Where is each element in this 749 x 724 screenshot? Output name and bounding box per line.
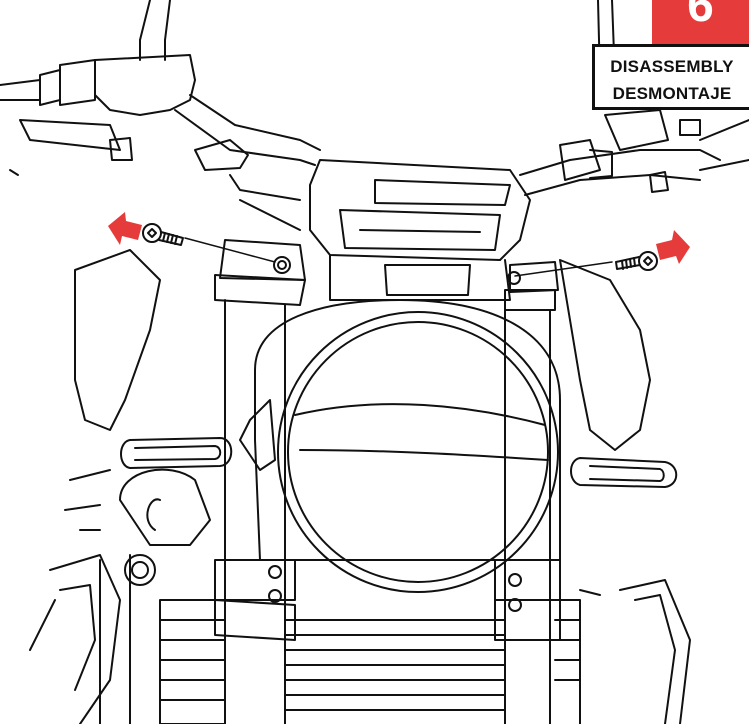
hex-socket-screw-icon bbox=[615, 251, 658, 271]
handlebar-left bbox=[0, 0, 321, 231]
instrument-cover bbox=[309, 159, 531, 301]
fork-tubes bbox=[214, 299, 561, 724]
step-number: 6 bbox=[687, 0, 714, 32]
headlight bbox=[239, 299, 561, 593]
hex-socket-screw-icon bbox=[142, 223, 184, 246]
turn-signals bbox=[120, 437, 678, 488]
step-label-box: DISASSEMBLY DESMONTAJE bbox=[592, 44, 749, 110]
guide-lines bbox=[184, 237, 613, 277]
arrow-right-icon bbox=[656, 230, 690, 264]
arrow-left-icon bbox=[108, 212, 142, 245]
bolt-holes bbox=[273, 256, 521, 285]
handlebar-right bbox=[519, 0, 749, 196]
radiator bbox=[159, 599, 581, 724]
lower-brackets bbox=[29, 469, 691, 724]
step-number-badge: 6 bbox=[652, 0, 749, 44]
step-label-english: DISASSEMBLY bbox=[610, 57, 734, 76]
step-label-spanish: DESMONTAJE bbox=[612, 84, 732, 103]
side-panels bbox=[74, 249, 651, 546]
